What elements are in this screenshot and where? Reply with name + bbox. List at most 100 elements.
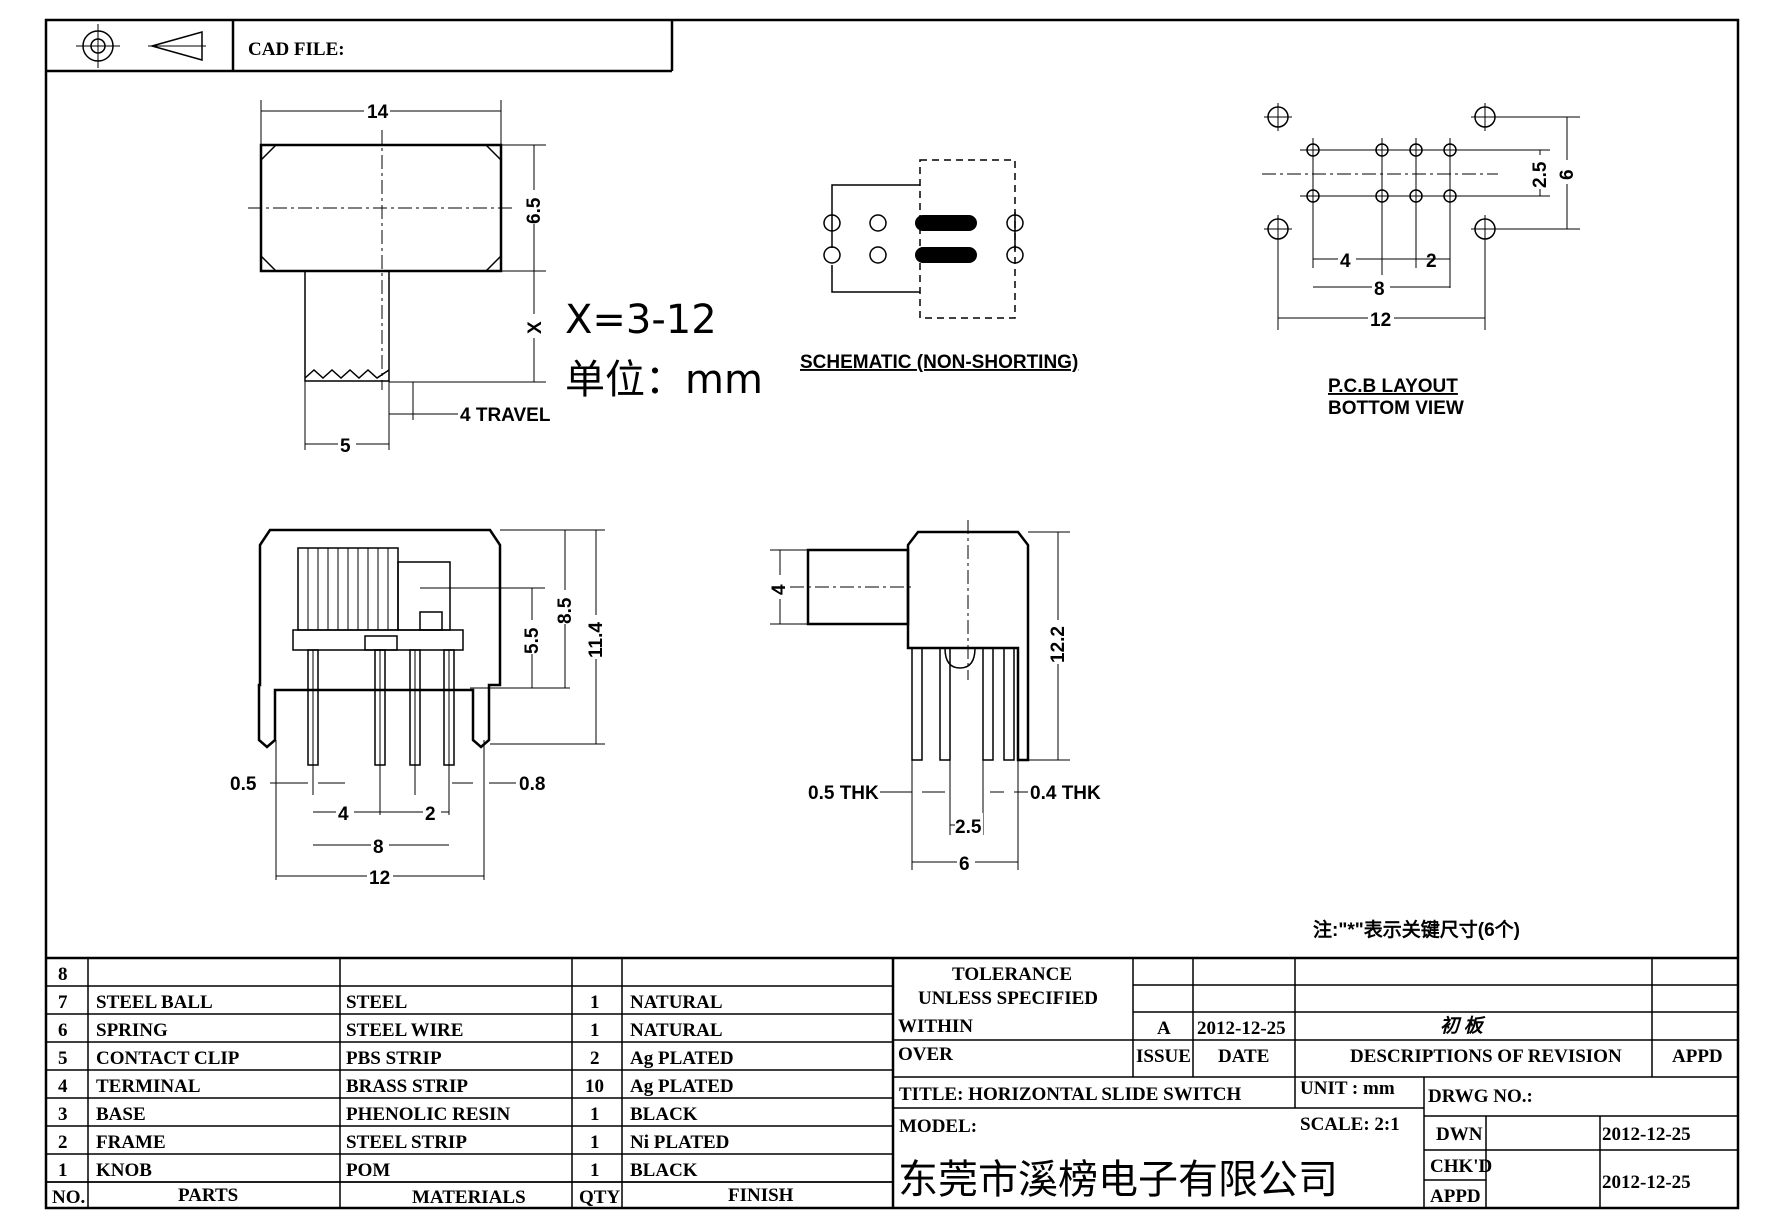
bom-cell-material: PBS STRIP [346,1048,442,1069]
bom-cell-material: STEEL STRIP [346,1132,467,1153]
bom-cell-no: 1 [58,1160,68,1181]
unit-spec: 单位：mm [565,357,763,403]
description-header: DESCRIPTIONS OF REVISION [1350,1046,1622,1067]
revision-date: 2012-12-25 [1197,1018,1286,1039]
bom-cell-part: TERMINAL [96,1076,201,1097]
within-label: WITHIN [898,1016,973,1037]
bom-cell-no: 4 [58,1076,68,1097]
bom-cell-part: KNOB [96,1160,152,1181]
pcb-caption-1: P.C.B LAYOUT [1328,376,1458,397]
header-block: CAD FILE: [46,20,674,73]
model-field: MODEL: [899,1116,977,1137]
bom-cell-finish: BLACK [630,1104,698,1125]
bom-cell-part: FRAME [96,1132,166,1153]
cad-file-label: CAD FILE: [248,39,345,60]
bom-cell-part: BASE [96,1104,146,1125]
bom-cell-finish: BLACK [630,1160,698,1181]
pcb-dim-2: 2 [1426,251,1437,272]
side-dim-2-5: 2.5 [955,817,982,838]
pcb-dim-6: 6 [1557,169,1578,180]
bom-cell-no: 3 [58,1104,68,1125]
bom-cell-finish: Ag PLATED [630,1076,734,1097]
bom-header-parts: PARTS [178,1185,238,1206]
bom-cell-qty: 10 [585,1076,604,1097]
bom-cell-no: 8 [58,964,68,985]
bom-cell-qty: 1 [590,1160,600,1181]
dim-knob-width: 5 [340,436,351,457]
revision-desc: 初 板 [1440,1015,1486,1037]
bom-cell-qty: 1 [590,992,600,1013]
title-block: TOLERANCE UNLESS SPECIFIED WITHIN OVER A… [893,958,1738,1208]
side-dim-4: 4 [769,584,790,595]
front-dim-8: 8 [373,837,384,858]
dwn-date: 2012-12-25 [1602,1124,1691,1145]
side-dim-0-5-thk: 0.5 THK [808,783,879,804]
dwn-label: DWN [1436,1124,1483,1145]
top-view: 14 6.5 X 5 4 TRAVEL [248,98,551,457]
bom-cell-material: PHENOLIC RESIN [346,1104,510,1125]
pcb-dim-8: 8 [1374,279,1385,300]
chk-date: 2012-12-25 [1602,1172,1691,1193]
pcb-mount-holes [1264,103,1499,243]
key-dimension-note: 注:"*"表示关键尺寸(6个) [1313,918,1520,941]
issue-header: ISSUE [1136,1046,1191,1067]
bom-cell-material: BRASS STRIP [346,1076,468,1097]
side-dim-0-4-thk: 0.4 THK [1030,783,1101,804]
tolerance-label-2: UNLESS SPECIFIED [918,988,1098,1009]
front-view: 5.5 8.5 11.4 0.5 0.8 4 2 8 12 [230,528,608,889]
bom-cell-qty: 2 [590,1048,600,1069]
bom-cell-finish: NATURAL [630,992,723,1013]
bom-cell-finish: Ag PLATED [630,1048,734,1069]
bom-cell-qty: 1 [590,1132,600,1153]
bom-cell-qty: 1 [590,1104,600,1125]
dim-x: X [525,321,546,334]
revision-letter: A [1157,1018,1171,1039]
bom-header-qty: QTY [579,1187,620,1208]
front-dim-2: 2 [425,804,436,825]
bom-cell-no: 6 [58,1020,68,1041]
bom-cell-finish: Ni PLATED [630,1132,729,1153]
bom-header-finish: FINISH [728,1185,794,1206]
front-dim-11-4: 11.4 [586,622,607,658]
side-view: 4 12.2 0.5 THK 0.4 THK 2.5 6 [768,520,1101,875]
unit-field: UNIT : mm [1300,1078,1395,1099]
contact-bar-top [915,215,977,231]
drwg-no-field: DRWG NO.: [1428,1086,1533,1107]
front-dim-0-8: 0.8 [519,774,545,795]
front-dim-12: 12 [369,868,390,889]
bom-cell-material: POM [346,1160,390,1181]
projection-symbol-icon [76,24,206,68]
front-dim-0-5: 0.5 [230,774,257,795]
chkd-label: CHK'D [1430,1156,1492,1177]
pcb-caption-2: BOTTOM VIEW [1328,398,1464,419]
front-dim-4: 4 [338,804,349,825]
x-range-spec: X=3-12 [565,297,717,343]
bom-cell-material: STEEL [346,992,407,1013]
front-dim-5-5: 5.5 [522,627,543,654]
tolerance-label-1: TOLERANCE [952,964,1072,985]
appd-header: APPD [1672,1046,1723,1067]
bom-header-materials: MATERIALS [412,1187,526,1208]
bom-cell-no: 7 [58,992,68,1013]
dim-width: 14 [367,102,389,123]
pcb-dim-2-5: 2.5 [1530,161,1551,188]
date-header: DATE [1218,1046,1269,1067]
bom-cell-no: 2 [58,1132,68,1153]
pcb-dim-12: 12 [1370,310,1391,331]
company-name: 东莞市溪榜电子有限公司 [898,1157,1338,1203]
travel-label: 4 TRAVEL [460,405,551,426]
bom-cell-qty: 1 [590,1020,600,1041]
dim-height: 6.5 [524,197,545,224]
side-terminals [911,647,1015,761]
over-label: OVER [898,1044,953,1065]
bom-cell-part: STEEL BALL [96,992,213,1013]
side-dim-12-2: 12.2 [1048,626,1069,663]
side-dim-6: 6 [959,854,970,875]
contact-bar-bottom [915,247,977,263]
front-dim-8-5: 8.5 [555,597,576,624]
bom-cell-part: CONTACT CLIP [96,1048,240,1069]
bom-cell-no: 5 [58,1048,68,1069]
schematic-diagram: SCHEMATIC (NON-SHORTING) [800,159,1078,373]
